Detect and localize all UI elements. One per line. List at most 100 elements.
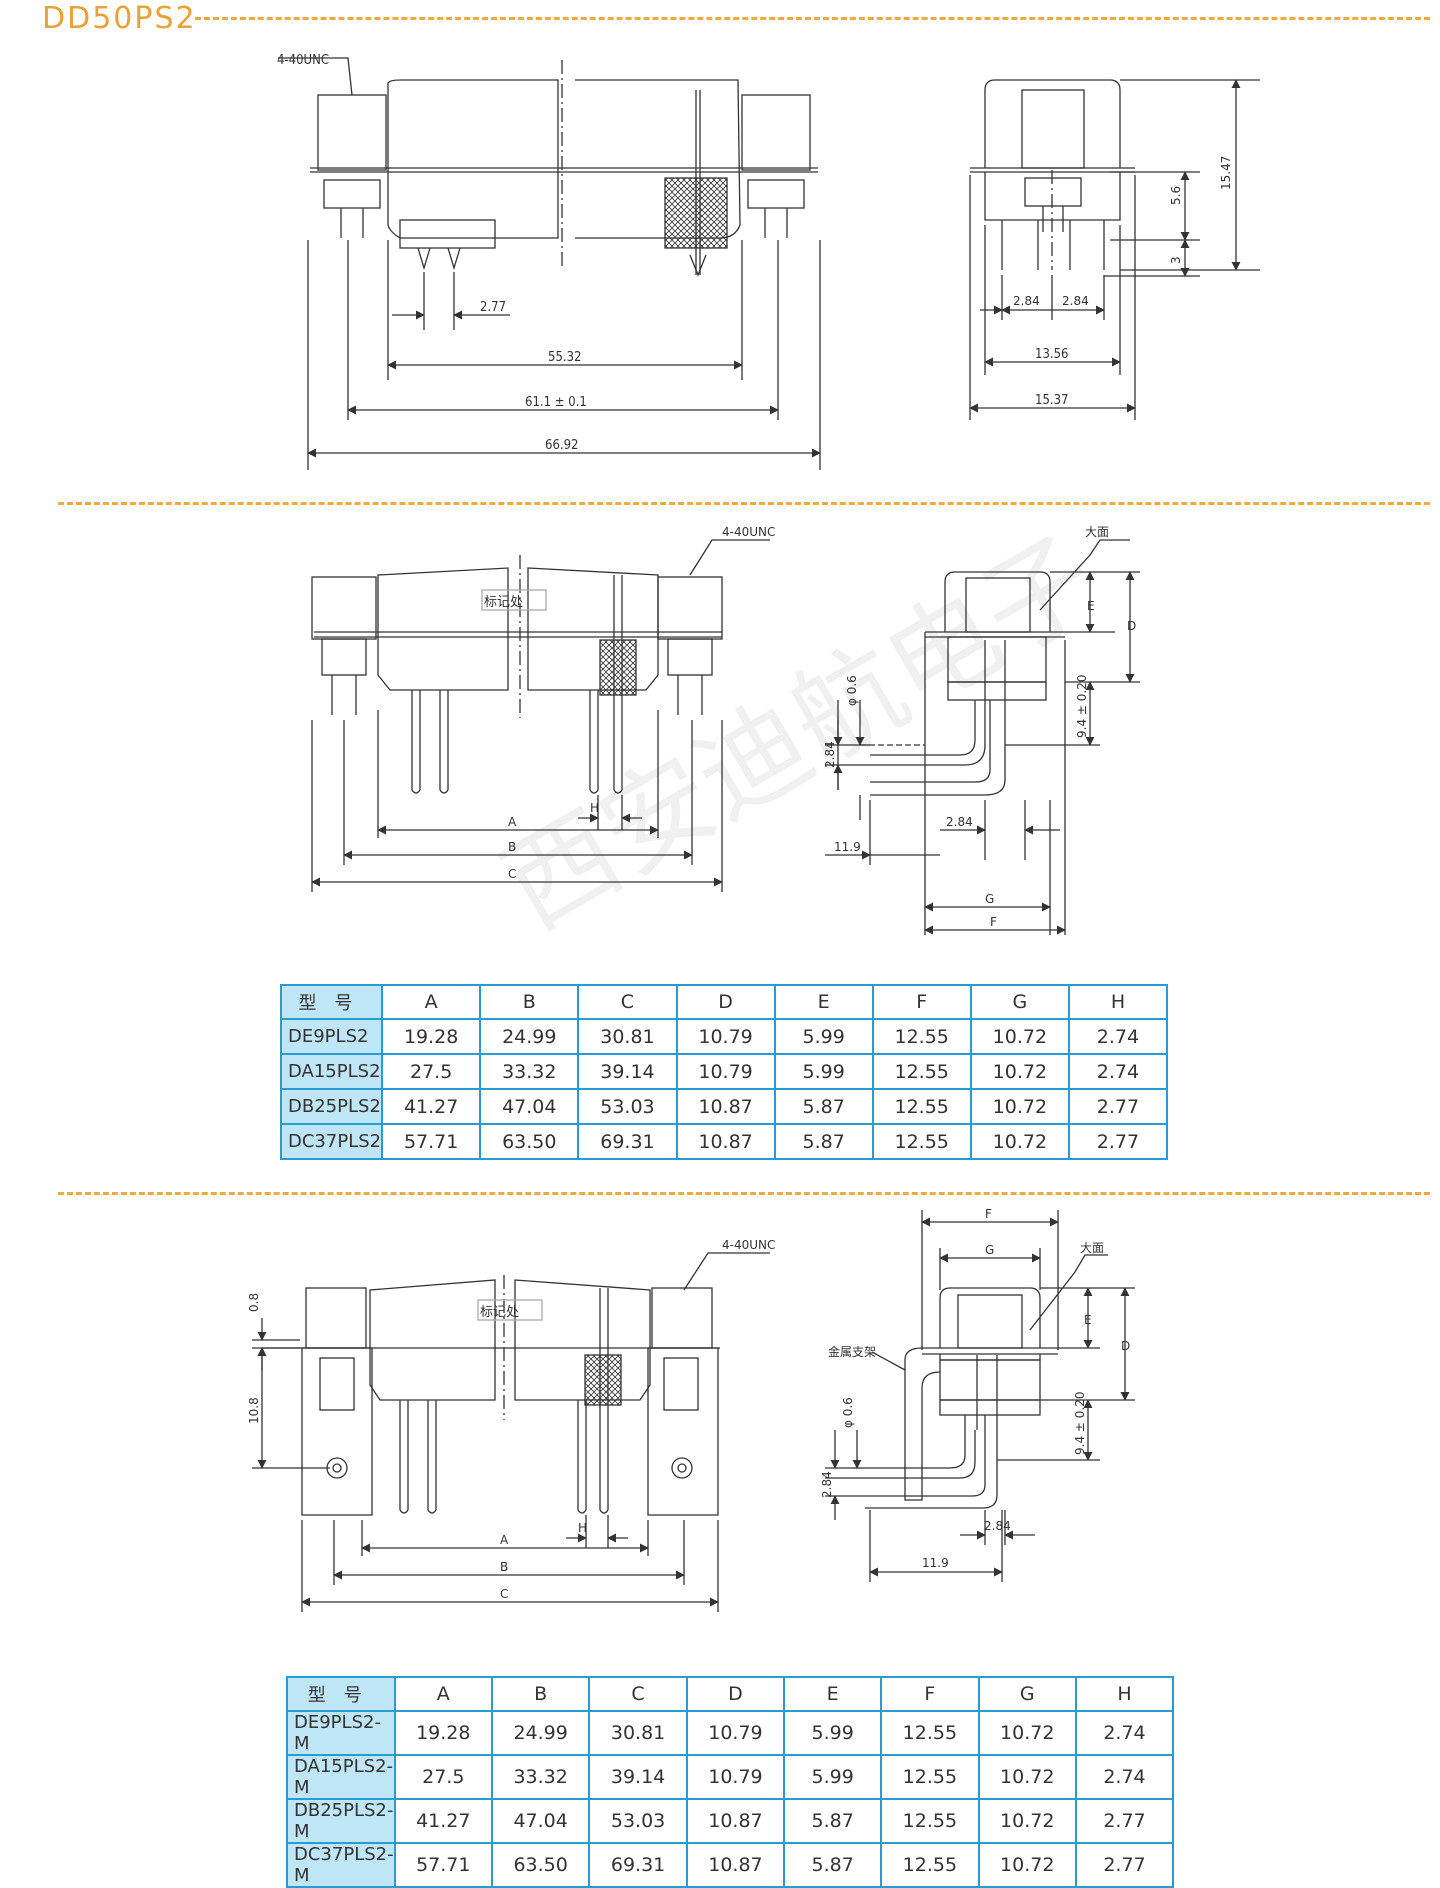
- value-cell: 39.14: [577, 1053, 678, 1090]
- value-cell: 5.99: [783, 1754, 883, 1800]
- table-row: DE9PLS2 19.28 24.99 30.81 10.79 5.99 12.…: [279, 1018, 1169, 1055]
- figure2-dimensions: [311, 710, 723, 892]
- figure1-front-view: [278, 57, 818, 277]
- fig3-label-d: D: [1121, 1339, 1130, 1353]
- fig1-dim-15-47: 15.47: [1219, 156, 1233, 190]
- header-cell: 型号: [279, 984, 384, 1020]
- value-cell: 12.55: [880, 1798, 980, 1844]
- value-cell: 2.74: [1067, 1053, 1169, 1090]
- value-cell: 10.79: [675, 1053, 776, 1090]
- section-divider-2: [58, 1192, 1430, 1195]
- page-title: DD50PS2: [42, 1, 197, 36]
- value-cell: 24.99: [479, 1018, 580, 1055]
- fig2-label-e: E: [1087, 599, 1095, 613]
- figure2-side-view: [860, 571, 1065, 935]
- fig3-dim-10-8: 10.8: [247, 1397, 261, 1424]
- value-cell: 41.27: [393, 1798, 493, 1844]
- table-header-row: 型号 A B C D E F G H: [279, 984, 1169, 1020]
- value-cell: 2.77: [1067, 1088, 1169, 1125]
- value-cell: 10.72: [969, 1053, 1070, 1090]
- fig3-dim-offset: 2.84: [984, 1519, 1011, 1533]
- header-cell: E: [773, 984, 874, 1020]
- table-row: DA15PLS2 27.5 33.32 39.14 10.79 5.99 12.…: [279, 1053, 1169, 1090]
- value-cell: 2.77: [1067, 1123, 1169, 1160]
- value-cell: 41.27: [381, 1088, 482, 1125]
- value-cell: 10.72: [969, 1123, 1070, 1160]
- header-cell: D: [675, 984, 776, 1020]
- value-cell: 47.04: [490, 1798, 591, 1844]
- figure2-side-dimensions: [825, 539, 1140, 935]
- figure3-side-dimensions: [825, 1210, 1135, 1582]
- fig3-dim-length: 11.9: [922, 1556, 949, 1570]
- fig2-label-g: G: [985, 892, 994, 906]
- value-cell: 2.77: [1074, 1798, 1175, 1844]
- value-cell: 33.32: [479, 1053, 580, 1090]
- fig1-dim-55: 55.32: [548, 350, 581, 365]
- fig1-dim-66: 66.92: [545, 438, 578, 453]
- figure1-side-dimensions: [969, 79, 1260, 420]
- value-cell: 5.87: [773, 1123, 874, 1160]
- fig2-label-d: D: [1127, 619, 1136, 633]
- figure1-side-view: [970, 79, 1135, 270]
- fig2-label-f: F: [990, 915, 997, 929]
- value-cell: 12.55: [880, 1754, 980, 1800]
- header-cell: H: [1074, 1676, 1175, 1712]
- fig3-label-h: H: [578, 1521, 587, 1535]
- header-cell: G: [977, 1676, 1077, 1712]
- value-cell: 12.55: [871, 1123, 972, 1160]
- model-cell: DC37PLS2-M: [286, 1842, 396, 1888]
- value-cell: 10.72: [977, 1710, 1077, 1756]
- value-cell: 27.5: [393, 1754, 493, 1800]
- fig3-mark-label: 标记处: [480, 1305, 519, 1320]
- fig3-label-f: F: [985, 1207, 992, 1221]
- header-cell: B: [490, 1676, 591, 1712]
- value-cell: 10.72: [977, 1754, 1077, 1800]
- fig2-label-c: C: [508, 867, 516, 881]
- fig3-dim-pin-dia: φ 0.6: [841, 1397, 855, 1428]
- model-cell: DC37PLS2: [279, 1123, 384, 1160]
- value-cell: 10.72: [977, 1798, 1077, 1844]
- value-cell: 57.71: [393, 1842, 493, 1888]
- value-cell: 12.55: [880, 1842, 980, 1888]
- model-cell: DA15PLS2: [279, 1053, 384, 1090]
- fig3-thread-label: 4-40UNC: [722, 1238, 775, 1252]
- value-cell: 5.99: [773, 1018, 874, 1055]
- value-cell: 63.50: [490, 1842, 591, 1888]
- model-cell: DA15PLS2-M: [286, 1754, 396, 1800]
- fig1-dim-15-37: 15.37: [1035, 393, 1068, 408]
- table-row: DB25PLS2 41.27 47.04 53.03 10.87 5.87 12…: [279, 1088, 1169, 1125]
- fig2-dim-length: 11.9: [834, 840, 861, 854]
- value-cell: 24.99: [490, 1710, 591, 1756]
- fig1-dim-13-56: 13.56: [1035, 347, 1068, 362]
- value-cell: 12.55: [871, 1018, 972, 1055]
- figure2-labels: 4-40UNC 标记处 大面 H A B C E D G F φ 0.6 2.8…: [484, 525, 1136, 929]
- fig1-dim-3: 3: [1169, 256, 1183, 264]
- header-rule: [195, 17, 1430, 20]
- fig1-dim-61: 61.1 ± 0.1: [525, 395, 587, 410]
- section-divider-1: [58, 502, 1430, 505]
- value-cell: 10.79: [685, 1710, 786, 1756]
- table-row: DC37PLS2-M 57.71 63.50 69.31 10.87 5.87 …: [286, 1842, 1175, 1888]
- fig3-label-a: A: [500, 1533, 509, 1547]
- header-cell: C: [577, 984, 678, 1020]
- value-cell: 2.74: [1074, 1754, 1175, 1800]
- fig2-mark-label: 标记处: [484, 595, 523, 610]
- value-cell: 2.77: [1074, 1842, 1175, 1888]
- fig1-dim-2-84b: 2.84: [1062, 294, 1089, 308]
- fig3-label-b: B: [500, 1560, 508, 1574]
- fig1-thread-label: 4-40UNC: [277, 53, 329, 68]
- fig3-big-face-label: 大面: [1080, 1241, 1104, 1255]
- value-cell: 12.55: [871, 1088, 972, 1125]
- header-cell: A: [393, 1676, 493, 1712]
- value-cell: 47.04: [479, 1088, 580, 1125]
- value-cell: 12.55: [871, 1053, 972, 1090]
- fig2-label-b: B: [508, 840, 516, 854]
- fig3-label-c: C: [500, 1587, 508, 1601]
- value-cell: 10.72: [977, 1842, 1077, 1888]
- fig3-dim-height: 9.4 ± 0.20: [1073, 1392, 1087, 1456]
- figure2-front-view: [311, 539, 770, 794]
- value-cell: 53.03: [577, 1088, 678, 1125]
- fig2-dim-height: 9.4 ± 0.20: [1075, 675, 1089, 739]
- fig2-dim-pin-pitch: 2.84: [823, 741, 837, 768]
